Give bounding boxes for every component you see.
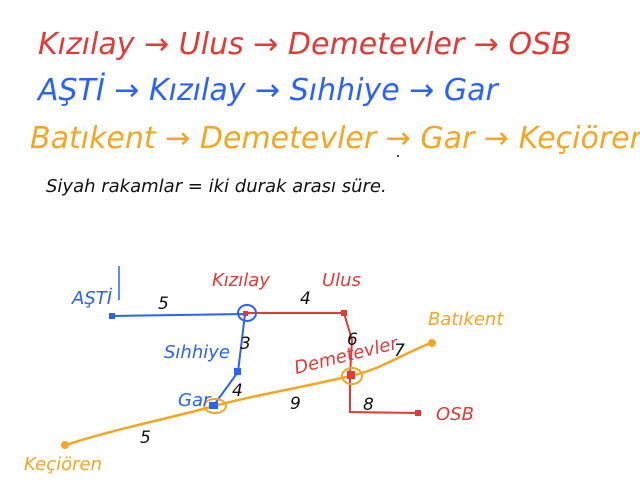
weight-demetevler-osb: 8: [363, 395, 374, 415]
kizilay-transfer-ring: [237, 304, 257, 322]
sihhiye-station-dot: [234, 368, 241, 375]
weight-gar-demetevler: 9: [290, 394, 301, 414]
route-line-blue: AŞTİ → Kızılay → Sıhhiye → Gar: [36, 72, 500, 108]
weight-sihhiye-gar: 4: [232, 381, 243, 401]
orange-line: [65, 341, 432, 447]
sihhiye-label: Sıhhiye: [164, 342, 230, 363]
weight-kizilay-ulus: 4: [300, 289, 311, 309]
demetevler-station-dot: [347, 371, 355, 379]
batikent-label: Batıkent: [428, 309, 504, 330]
osb-label: OSB: [436, 404, 474, 425]
route-line-orange: Batıkent → Demetevler → Gar → Keçiören: [30, 121, 640, 156]
kecioren-label: Keçiören: [24, 454, 102, 475]
legend-note: Siyah rakamlar = iki durak arası süre.: [46, 176, 387, 197]
kizilay-label: Kızılay: [212, 270, 270, 291]
weight-ulus-demetevler: 6: [347, 330, 358, 350]
gar-label: Gar: [178, 390, 212, 411]
kizilay-station-dot: [243, 311, 248, 316]
weight-demetevler-batikent: 7: [394, 341, 405, 361]
gar-station-dot: [209, 402, 218, 409]
asti-station-dot: [109, 313, 115, 319]
stray-mark: [397, 155, 399, 157]
route-line-red: Kızılay → Ulus → Demetevler → OSB: [38, 27, 572, 62]
osb-station-dot: [415, 410, 421, 416]
batikent-station-dot: [428, 339, 436, 347]
ulus-station-dot: [341, 310, 347, 316]
demetevler-transfer-ring: [341, 367, 363, 385]
asti-label: AŞTİ: [71, 288, 113, 309]
weight-gar-kecioren: 5: [140, 428, 151, 448]
ulus-label: Ulus: [322, 270, 361, 291]
weight-asti-kizilay: 5: [158, 294, 169, 314]
red-line: [245, 312, 419, 414]
blue-line: [111, 312, 247, 406]
weight-kizilay-sihhiye: 3: [240, 334, 251, 354]
gar-transfer-ring: [203, 398, 227, 414]
kecioren-station-dot: [61, 441, 69, 449]
